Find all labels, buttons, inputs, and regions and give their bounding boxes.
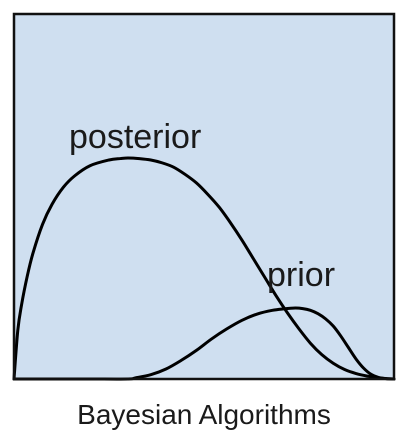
chart-caption: Bayesian Algorithms <box>77 399 331 430</box>
prior-curve <box>12 306 396 381</box>
posterior-curve <box>12 156 396 381</box>
prior-label: prior <box>267 256 335 294</box>
posterior-label: posterior <box>69 118 201 156</box>
plot-frame <box>12 12 396 381</box>
plot-background <box>14 14 394 379</box>
curves-layer <box>12 156 396 381</box>
